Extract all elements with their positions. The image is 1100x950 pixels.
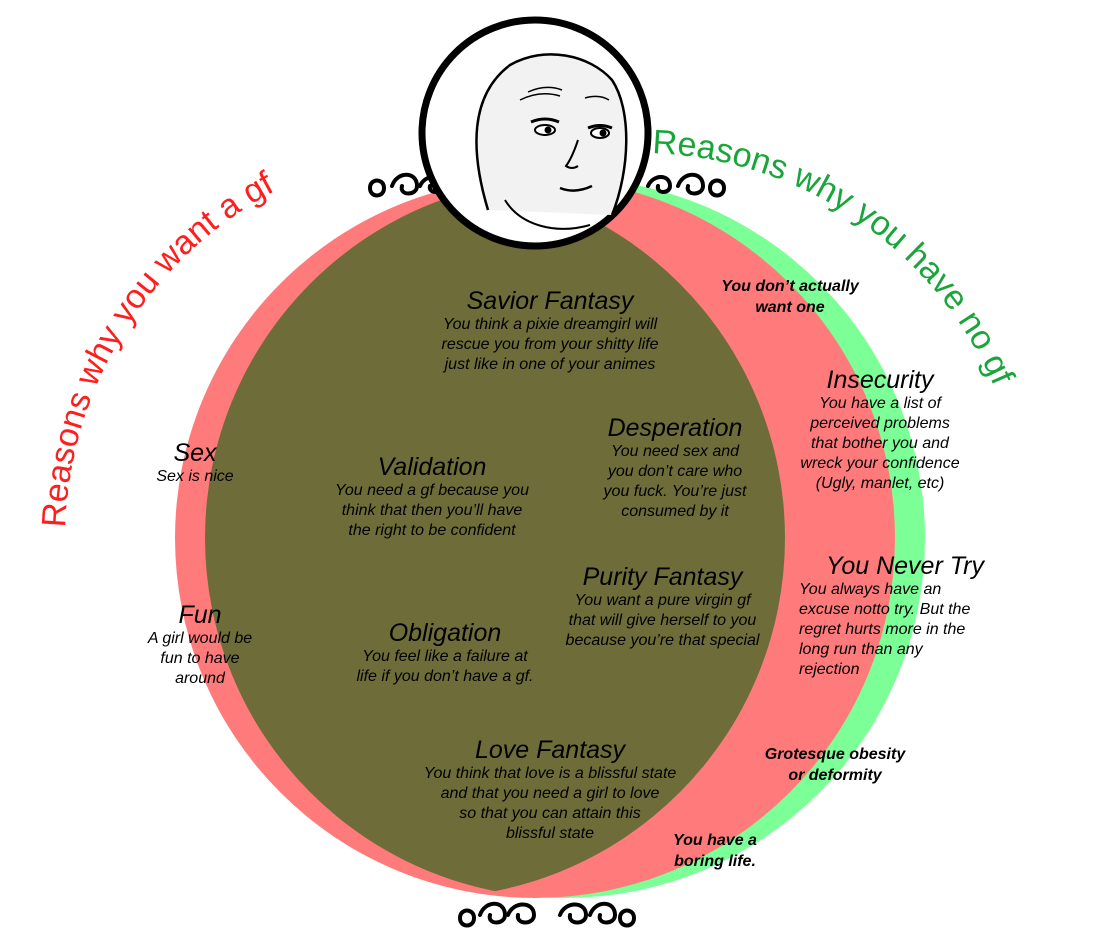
item-text: You have a [673, 832, 757, 849]
item-desc: consumed by it [621, 503, 729, 520]
item-desc: fun to have [160, 650, 240, 667]
item-desc: think that then you’ll have [341, 502, 523, 519]
item-insecurity: Insecurity You have a list of perceived … [760, 366, 1000, 494]
ornament-right-icon [646, 172, 727, 198]
item-desc: and that you need a girl to love [440, 785, 660, 802]
item-title: Validation [377, 453, 487, 481]
item-title: Fun [178, 601, 222, 629]
item-desc: You think that love is a blissful state [423, 765, 677, 782]
item-desc: You have a list of [819, 395, 941, 412]
item-desc: You need a gf because you [335, 482, 529, 499]
face-icon [418, 16, 652, 250]
item-desc: You want a pure virgin gf [574, 592, 751, 609]
item-title: Desperation [607, 414, 743, 442]
item-desc: regret hurts more in the [799, 621, 966, 638]
item-never-try: You Never Try You always have an excuse … [785, 552, 1025, 680]
item-title: Insecurity [826, 366, 934, 394]
item-title: Sex [173, 439, 217, 467]
item-title: You Never Try [826, 552, 984, 580]
item-dont-want-one: You don’t actually want one [695, 276, 885, 318]
item-desc: because you’re that special [565, 632, 760, 649]
item-savior-fantasy: Savior Fantasy You think a pixie dreamgi… [400, 287, 700, 375]
item-sex: Sex Sex is nice [110, 439, 280, 487]
item-text: boring life. [674, 853, 756, 870]
item-desc: that will give herself to you [568, 612, 757, 629]
item-text: or deformity [788, 767, 882, 784]
item-boring-life: You have a boring life. [650, 830, 780, 872]
item-desc: that bother you and [811, 435, 949, 452]
item-desc: A girl would be [147, 630, 253, 647]
ornament-bottom-icon [458, 901, 637, 928]
item-text: You don’t actually [721, 278, 859, 295]
item-desc: You need sex and [610, 443, 740, 460]
item-desc: (Ugly, manlet, etc) [815, 475, 945, 492]
item-desc: rejection [799, 661, 860, 678]
item-desc: wreck your confidence [800, 455, 960, 472]
item-title: Obligation [388, 619, 502, 647]
item-desc: You always have an [799, 581, 942, 598]
item-title: Savior Fantasy [466, 287, 634, 315]
item-obligation: Obligation You feel like a failure at li… [330, 619, 560, 687]
item-desc: long run than any [799, 641, 923, 658]
item-validation: Validation You need a gf because you thi… [312, 453, 552, 541]
item-desc: Sex is nice [156, 468, 234, 485]
item-obesity: Grotesque obesity or deformity [735, 744, 935, 786]
item-title: Love Fantasy [474, 736, 626, 764]
item-desc: you don’t care who [607, 463, 743, 480]
item-title: Purity Fantasy [582, 563, 743, 591]
item-desc: perceived problems [810, 415, 950, 432]
item-purity-fantasy: Purity Fantasy You want a pure virgin gf… [545, 563, 780, 651]
item-desc: excuse notto try. But the [799, 601, 971, 618]
item-fun: Fun A girl would be fun to have around [110, 601, 290, 689]
item-desc: just like in one of your animes [444, 356, 656, 373]
item-desc: so that you can attain this [459, 805, 641, 822]
item-desc: You think a pixie dreamgirl will [442, 316, 658, 333]
item-desc: life if you don’t have a gf. [356, 668, 534, 685]
item-desc: rescue you from your shitty life [441, 336, 659, 353]
item-love-fantasy: Love Fantasy You think that love is a bl… [395, 736, 705, 844]
item-desc: the right to be confident [348, 522, 516, 539]
item-desc: You feel like a failure at [362, 648, 528, 665]
item-desc: blissful state [505, 825, 595, 842]
item-desperation: Desperation You need sex and you don’t c… [560, 414, 790, 522]
item-desc: you fuck. You’re just [603, 483, 747, 500]
item-text: Grotesque obesity [764, 746, 906, 763]
item-text: want one [755, 299, 825, 316]
item-desc: around [175, 670, 225, 687]
